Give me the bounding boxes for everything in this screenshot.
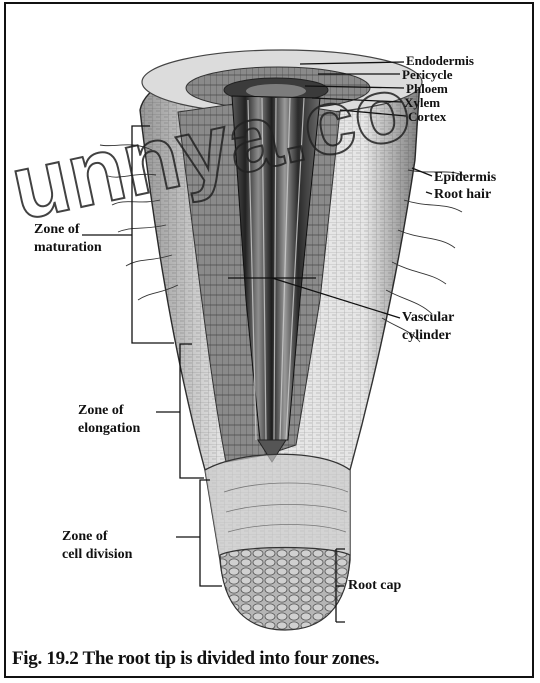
figure-caption: Fig. 19.2 The root tip is divided into f…: [12, 648, 528, 670]
label-zone-maturation-line1: Zone of: [34, 222, 80, 237]
label-endodermis: Endodermis: [406, 54, 474, 67]
label-cortex: Cortex: [408, 110, 446, 123]
label-root-cap: Root cap: [348, 578, 401, 593]
label-zone-division-line1: Zone of: [62, 529, 108, 544]
label-vascular-line2: cylinder: [402, 328, 451, 343]
label-vascular-line1: Vascular: [402, 310, 454, 325]
label-zone-division-line2: cell division: [62, 547, 132, 562]
label-root-hair: Root hair: [434, 187, 491, 202]
label-epidermis: Epidermis: [434, 170, 496, 185]
label-zone-maturation-line2: maturation: [34, 240, 102, 255]
label-xylem: Xylem: [404, 96, 440, 109]
label-zone-elongation-line2: elongation: [78, 421, 140, 436]
watermark-text: unnya.co: [3, 56, 419, 240]
label-phloem: Phloem: [406, 82, 448, 95]
label-pericycle: Pericycle: [402, 68, 453, 81]
label-zone-elongation-line1: Zone of: [78, 403, 124, 418]
